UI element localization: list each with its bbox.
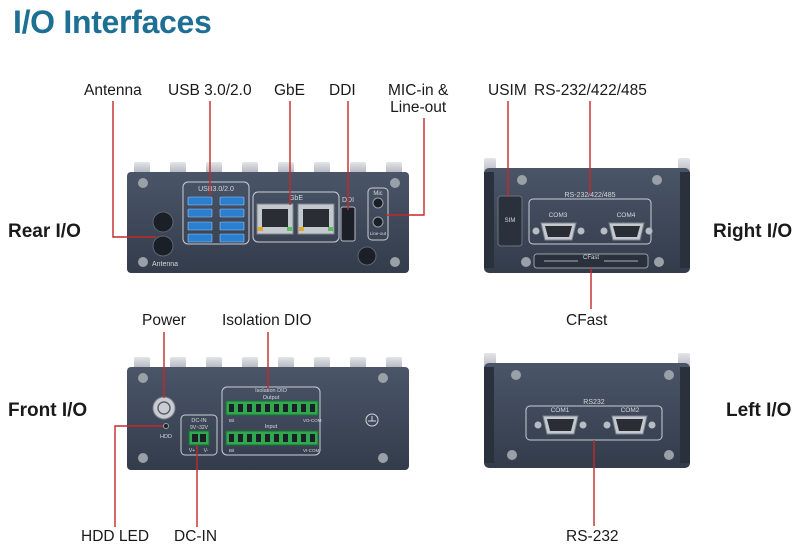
front-bit-label-output: Bit [229, 418, 235, 423]
callout-mic-line1: MIC-in & [388, 82, 449, 99]
callout-isolation-dio: Isolation DIO [222, 312, 312, 329]
front-vplus-label: V+ [189, 448, 195, 454]
com1-port [534, 415, 587, 435]
callout-dc-in: DC-IN [174, 528, 218, 545]
front-dcin-label: DC-IN [191, 418, 206, 424]
mic-jack [372, 197, 384, 209]
usb-frame [182, 181, 250, 245]
front-vminus-label: V- [204, 448, 209, 454]
left-com2-label: COM2 [621, 407, 640, 414]
callout-ddi: DDI [329, 82, 356, 99]
side-label-rear: Rear I/O [8, 221, 81, 242]
rear-gbe-label: GbE [289, 195, 303, 202]
sim-slot-cover [497, 195, 523, 247]
leader-hdd-led [114, 425, 163, 527]
front-vo-com-label: VO-COM [303, 418, 322, 423]
leader-antenna [112, 101, 156, 238]
callout-hdd-led: HDD LED [81, 528, 150, 545]
right-panel: SIM RS-232/422/485 COM3 COM4 CFast [484, 158, 690, 273]
front-vi-com-label: VI-COM [303, 448, 320, 453]
gbe-ports [256, 203, 335, 235]
rear-usb-label: USB3.0/2.0 [198, 186, 234, 193]
right-com3-label: COM3 [549, 212, 568, 219]
dc-in-frame [180, 414, 218, 456]
callout-mic: MIC-in & Line-out [388, 82, 448, 116]
hdd-led [163, 423, 169, 429]
line-out-jack [372, 216, 384, 228]
side-label-front: Front I/O [8, 400, 88, 421]
usb-ports [187, 196, 245, 243]
rear-screws [138, 178, 400, 267]
callout-power: Power [142, 312, 186, 329]
front-input-label: Input [265, 424, 278, 430]
side-label-right: Right I/O [713, 221, 793, 242]
front-voltage-label: 9V~32V [190, 425, 209, 431]
front-panel: HDD DC-IN 9V~32V V+ V- Isolation DIO Out… [127, 357, 409, 470]
right-com4-label: COM4 [617, 212, 636, 219]
com4-port [600, 222, 653, 241]
left-panel: RS232 COM1 COM2 [484, 353, 690, 468]
front-hdd-label: HDD [160, 434, 172, 440]
antenna-port-lower [152, 235, 174, 257]
callout-usb: USB 3.0/2.0 [168, 82, 252, 99]
gbe-frame [252, 191, 340, 243]
isolation-dio-frame [221, 386, 321, 456]
right-sim-label: SIM [505, 218, 516, 224]
callout-cfast: CFast [566, 312, 608, 329]
right-rs-label: RS-232/422/485 [565, 192, 616, 199]
rear-line-label: Line-out [370, 231, 387, 236]
left-rs232-label: RS232 [583, 399, 605, 406]
callout-mic-line2: Line-out [390, 99, 447, 116]
callout-rs-multi: RS-232/422/485 [534, 82, 647, 99]
right-rs-frame [528, 198, 652, 245]
callout-usim: USIM [488, 82, 527, 99]
rear-ground-knob [357, 246, 377, 266]
antenna-port-upper [152, 211, 174, 233]
left-com1-label: COM1 [551, 407, 570, 414]
callout-antenna: Antenna [84, 82, 142, 99]
audio-frame [367, 187, 389, 241]
front-output-label: Output [263, 395, 280, 401]
page-title: I/O Interfaces [13, 4, 212, 40]
callout-gbe: GbE [274, 82, 306, 99]
rear-panel: Antenna USB3.0/2.0 GbE DDI Mic Line-out [127, 162, 409, 273]
power-button [152, 396, 176, 420]
leader-lines [112, 101, 595, 527]
right-chassis [484, 168, 690, 273]
ddi-port [340, 206, 356, 242]
rear-antenna-label: Antenna [152, 261, 178, 268]
left-chassis [484, 363, 690, 468]
com2-port [603, 415, 656, 435]
com3-port [532, 222, 585, 241]
side-label-left: Left I/O [726, 400, 792, 421]
right-cfast-label: CFast [583, 255, 599, 261]
callout-rs232: RS-232 [566, 528, 619, 545]
rear-mic-label: Mic [373, 191, 382, 197]
ground-icon [365, 413, 379, 427]
leader-mic [386, 118, 425, 216]
front-bit-label-input: Bit [229, 448, 235, 453]
front-iso-label: Isolation DIO [255, 388, 288, 394]
